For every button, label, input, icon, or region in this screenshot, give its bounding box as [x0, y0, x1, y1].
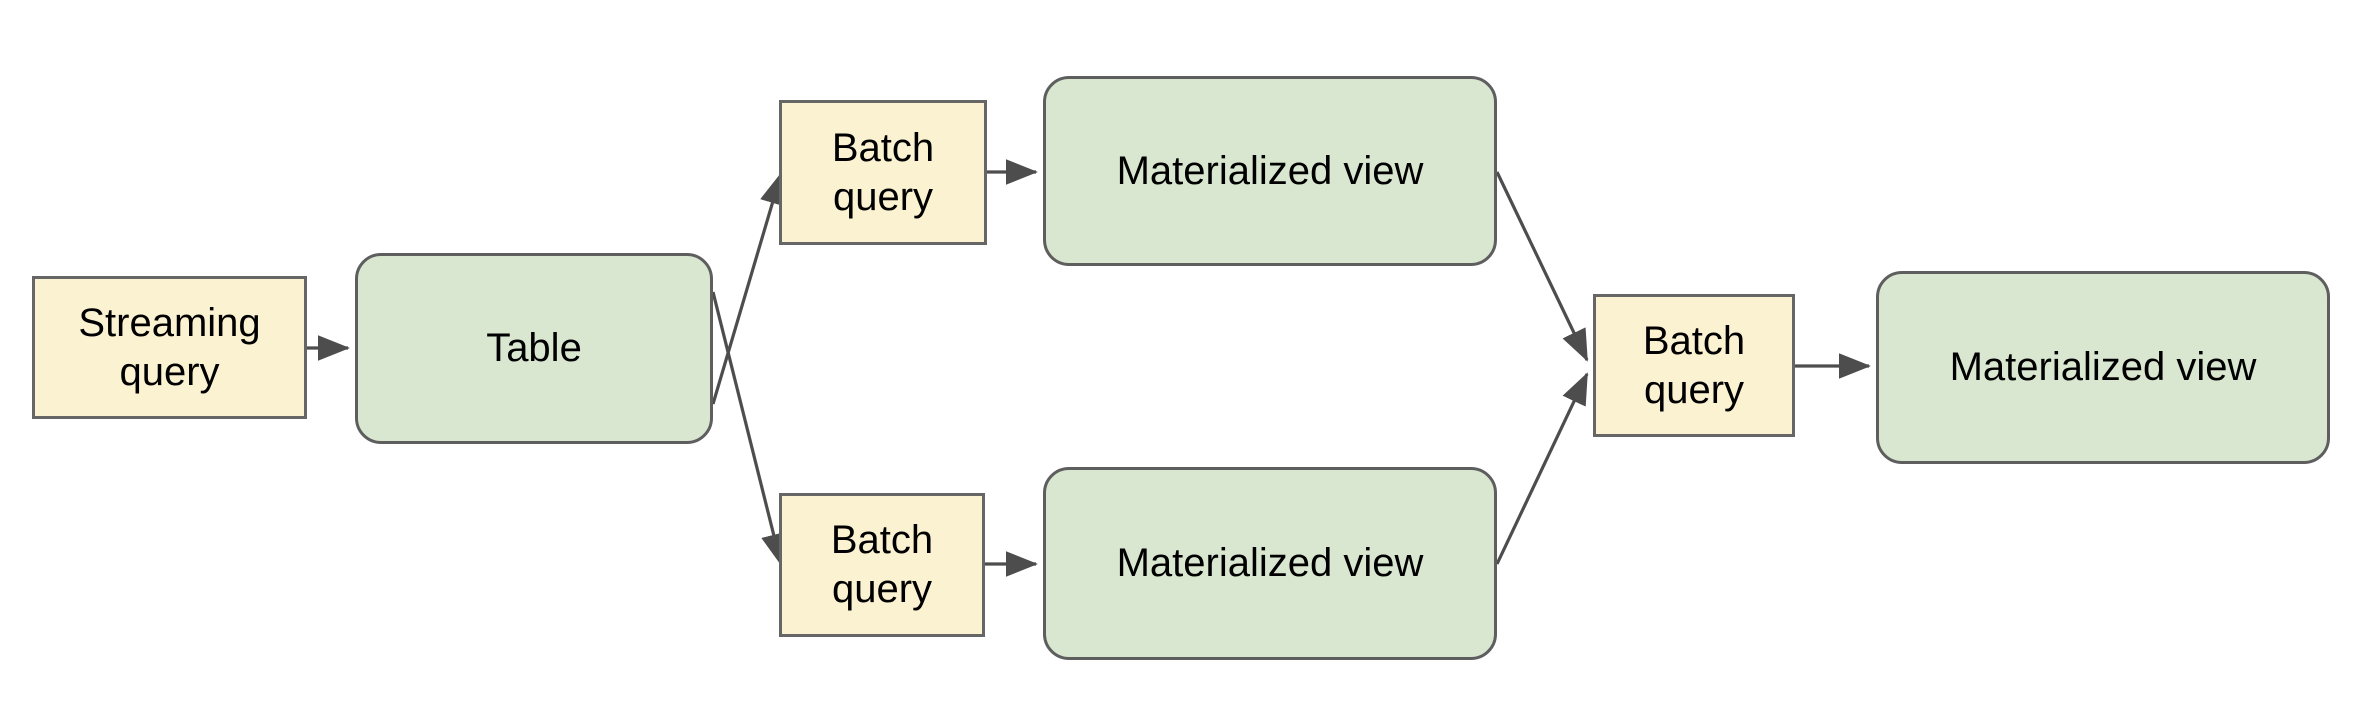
- edge-table-to-batch-query-top: [711, 172, 785, 405]
- node-batch-query-top[interactable]: Batch query: [779, 100, 987, 245]
- node-table[interactable]: Table: [355, 253, 713, 444]
- edge-materialized-view-top-to-batch-query-join: [1495, 171, 1589, 362]
- edge-materialized-view-bottom-to-batch-query-join: [1495, 372, 1589, 565]
- node-materialized-view-top[interactable]: Materialized view: [1043, 76, 1497, 266]
- node-materialized-view-bottom[interactable]: Materialized view: [1043, 467, 1497, 660]
- edge-table-to-batch-query-bottom: [711, 291, 787, 566]
- node-batch-query-bottom[interactable]: Batch query: [779, 493, 985, 637]
- node-materialized-view-final[interactable]: Materialized view: [1876, 271, 2330, 464]
- node-streaming-query[interactable]: Streaming query: [32, 276, 307, 419]
- node-batch-query-join[interactable]: Batch query: [1593, 294, 1795, 437]
